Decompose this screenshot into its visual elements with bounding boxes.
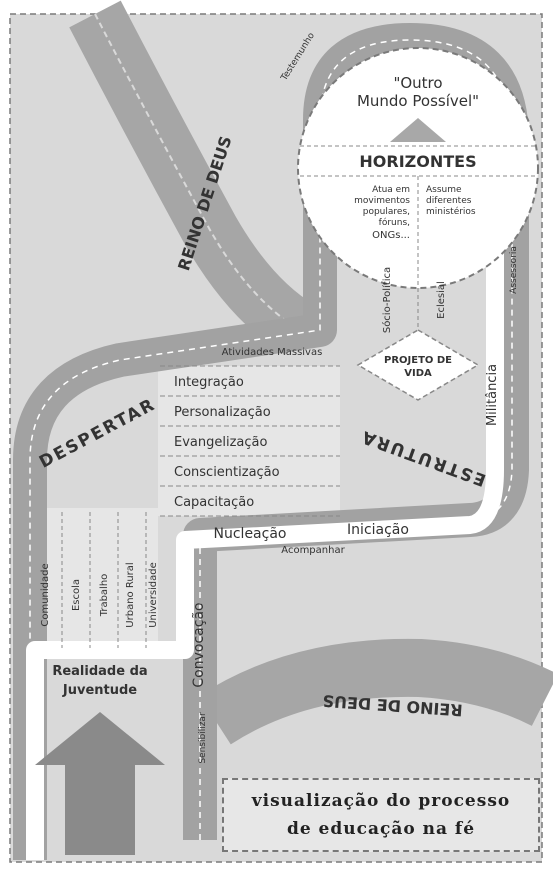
caption-line2: de educação na fé bbox=[286, 819, 476, 839]
environments-panel bbox=[28, 508, 158, 650]
projeto-diamond bbox=[356, 329, 480, 401]
reino-band-bottom bbox=[199, 638, 553, 745]
realidade-line1: Realidade da bbox=[52, 664, 147, 679]
eclesial-label: Eclesial bbox=[436, 281, 447, 319]
realidade-line2: Juventude bbox=[62, 683, 137, 698]
white-lane bbox=[26, 231, 504, 860]
circle-right-text: Assume diferentes ministérios bbox=[426, 185, 476, 217]
reino-band-top-dashes bbox=[94, 13, 301, 331]
circle-title-2: Mundo Possível" bbox=[357, 92, 479, 110]
atividades-label: Atividades Massivas bbox=[222, 347, 323, 358]
environment-item: Escola bbox=[71, 579, 82, 611]
circle-title-1: "Outro bbox=[393, 74, 442, 92]
environment-item: Urbano Rural bbox=[125, 562, 136, 627]
road-outer bbox=[13, 23, 529, 860]
stage-item: Integração bbox=[174, 375, 244, 390]
caption-box: visualização do processo de educação na … bbox=[222, 778, 540, 852]
svg-text:populares,: populares, bbox=[363, 207, 410, 217]
nucleacao-label: Nucleação bbox=[214, 526, 287, 542]
socio-politica-label: Sócio-Política bbox=[381, 267, 393, 333]
environment-columns: Comunidade Escola Trabalho Urbano Rural … bbox=[40, 512, 159, 648]
svg-text:diferentes: diferentes bbox=[426, 196, 472, 206]
svg-text:fóruns,: fóruns, bbox=[379, 217, 410, 228]
iniciacao-label: Iniciação bbox=[347, 522, 409, 538]
up-arrow bbox=[35, 712, 165, 855]
stages-panel bbox=[158, 366, 340, 516]
svg-text:movimentos: movimentos bbox=[354, 196, 410, 206]
sensibilizar-label: Sensibilizar bbox=[198, 712, 208, 764]
projeto-line2: VIDA bbox=[404, 368, 432, 379]
environment-item: Universidade bbox=[148, 562, 159, 628]
caption-line1: visualização do processo bbox=[251, 791, 511, 811]
svg-text:ONGs...: ONGs... bbox=[372, 230, 410, 241]
stage-item: Conscientização bbox=[174, 465, 280, 480]
acompanhar-label: Acompanhar bbox=[281, 545, 345, 556]
convocacao-label: Convocação bbox=[191, 602, 207, 687]
stage-item: Evangelização bbox=[174, 435, 267, 450]
stage-item: Capacitação bbox=[174, 495, 254, 510]
environment-item: Comunidade bbox=[40, 563, 51, 626]
mountain-icon bbox=[390, 118, 446, 142]
horizontes-label: HORIZONTES bbox=[359, 152, 476, 171]
militancia-label: Militância bbox=[485, 364, 500, 426]
assessoria-label: Assessoria bbox=[509, 246, 519, 294]
stage-item: Personalização bbox=[174, 405, 271, 420]
circle-left-text: Atua em movimentos populares, fóruns, ON… bbox=[354, 185, 410, 241]
environment-item: Trabalho bbox=[99, 574, 110, 618]
svg-text:Assume: Assume bbox=[426, 185, 462, 195]
svg-text:ministérios: ministérios bbox=[426, 206, 476, 217]
horizon-circle bbox=[297, 47, 539, 289]
projeto-line1: PROJETO DE bbox=[384, 355, 452, 366]
svg-text:Atua em: Atua em bbox=[372, 185, 410, 195]
stage-list: Integração Personalização Evangelização … bbox=[160, 365, 340, 517]
